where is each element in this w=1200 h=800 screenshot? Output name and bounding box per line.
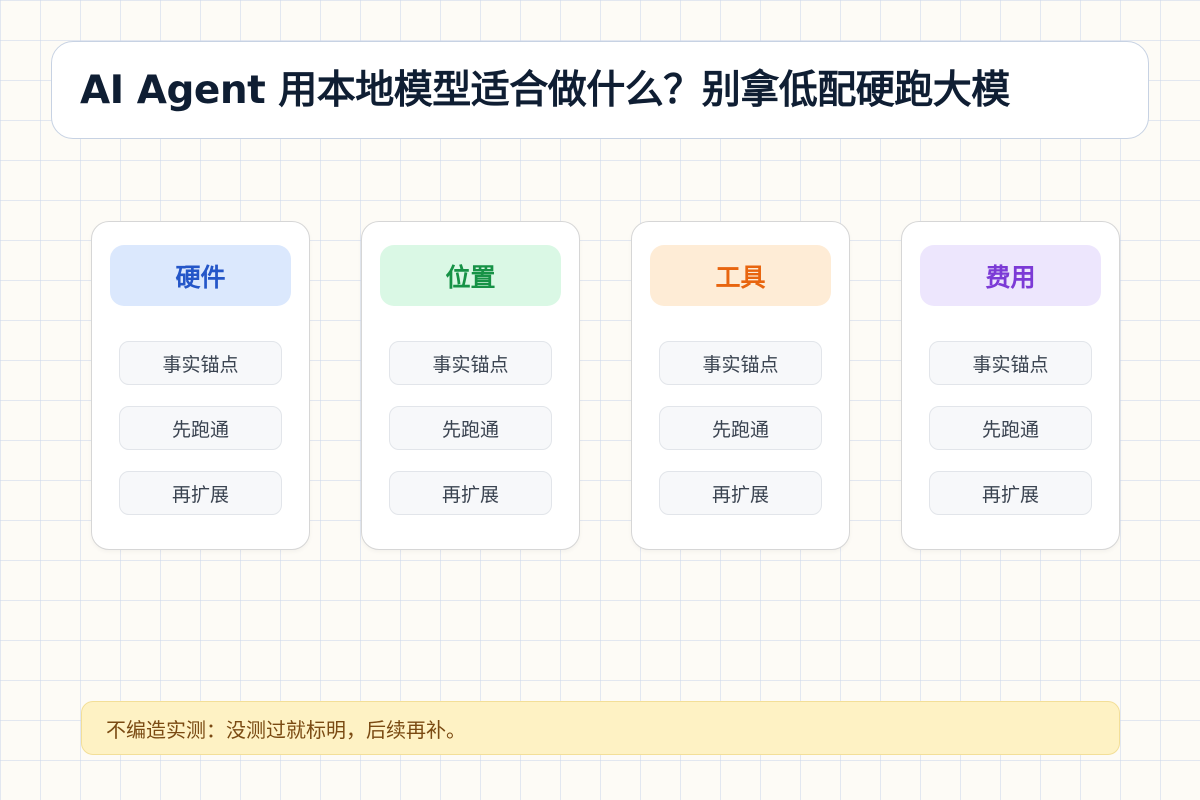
card-header-tools: 工具: [650, 245, 831, 306]
chip-expand-later: 再扩展: [659, 471, 822, 515]
card-cost: 费用 事实锚点 先跑通 再扩展: [901, 221, 1120, 550]
card-tools: 工具 事实锚点 先跑通 再扩展: [631, 221, 850, 550]
card-grid: 硬件 事实锚点 先跑通 再扩展 位置 事实锚点 先跑通 再扩展 工具 事实锚点 …: [91, 221, 1120, 550]
chip-run-first: 先跑通: [659, 406, 822, 450]
chip-fact-anchor: 事实锚点: [119, 341, 282, 385]
chip-expand-later: 再扩展: [119, 471, 282, 515]
card-location: 位置 事实锚点 先跑通 再扩展: [361, 221, 580, 550]
chip-expand-later: 再扩展: [389, 471, 552, 515]
footer-note: 不编造实测：没测过就标明，后续再补。: [81, 701, 1120, 755]
card-hardware: 硬件 事实锚点 先跑通 再扩展: [91, 221, 310, 550]
card-header-location: 位置: [380, 245, 561, 306]
card-header-hardware: 硬件: [110, 245, 291, 306]
chip-fact-anchor: 事实锚点: [929, 341, 1092, 385]
chip-expand-later: 再扩展: [929, 471, 1092, 515]
page-title: AI Agent 用本地模型适合做什么？别拿低配硬跑大模: [80, 67, 1010, 113]
chip-run-first: 先跑通: [119, 406, 282, 450]
chip-run-first: 先跑通: [389, 406, 552, 450]
chip-fact-anchor: 事实锚点: [659, 341, 822, 385]
title-banner: AI Agent 用本地模型适合做什么？别拿低配硬跑大模: [51, 41, 1149, 139]
chip-fact-anchor: 事实锚点: [389, 341, 552, 385]
card-header-cost: 费用: [920, 245, 1101, 306]
chip-run-first: 先跑通: [929, 406, 1092, 450]
